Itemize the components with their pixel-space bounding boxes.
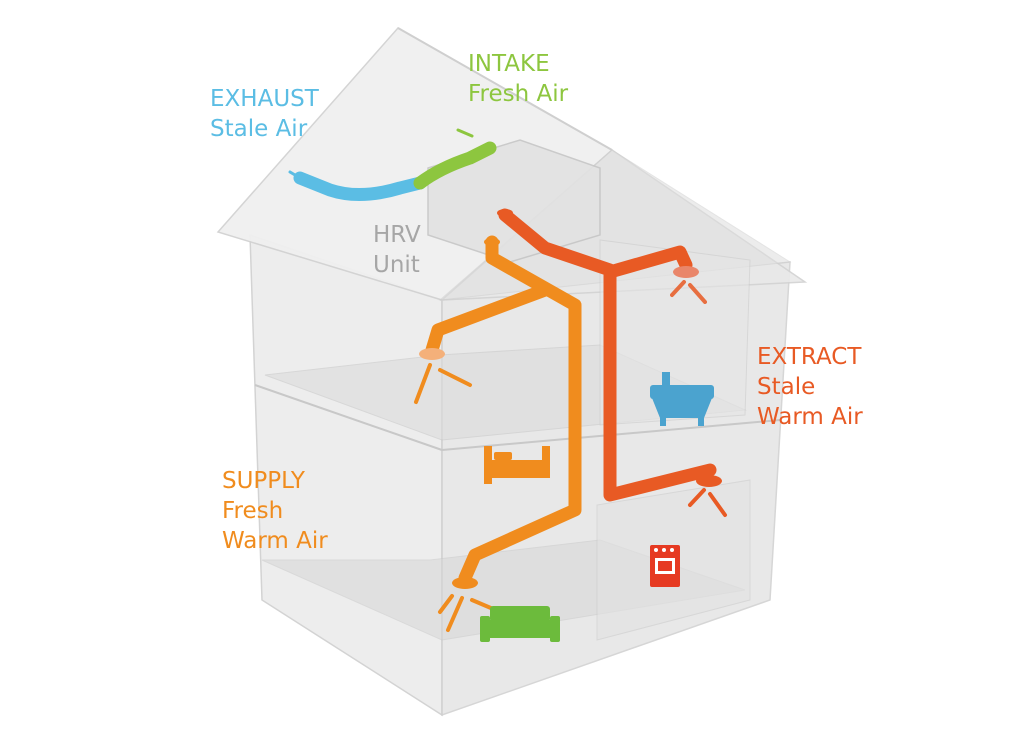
roof-ridge <box>397 27 613 151</box>
intake-label-line2: Fresh Air <box>468 81 569 107</box>
exhaust-label: EXHAUST Stale Air <box>210 84 319 144</box>
extract-label-line1: EXTRACT <box>757 344 862 370</box>
hrv-unit-box <box>427 139 601 263</box>
extract-vent-upper <box>673 266 699 278</box>
intake-label-line1: INTAKE <box>468 51 550 77</box>
bathtub-icon <box>650 372 714 426</box>
supply-vent-lower <box>452 577 478 589</box>
hrv-port-extract <box>497 209 513 217</box>
supply-label-line2: Fresh <box>222 498 284 524</box>
airflow-arrows <box>288 128 727 632</box>
floor-line-left <box>254 384 443 451</box>
extract-label-line2: Stale <box>757 374 816 400</box>
extract-arrows-upper <box>670 280 707 304</box>
hrv-label: HRV Unit <box>373 220 421 280</box>
supply-label-line1: SUPPLY <box>222 468 305 494</box>
hrv-port-supply <box>484 238 500 246</box>
vents <box>419 209 722 589</box>
hrv-label-line2: Unit <box>373 252 420 278</box>
extract-label-line3: Warm Air <box>757 404 863 430</box>
exhaust-duct <box>293 171 427 202</box>
supply-vent-upper <box>419 348 445 360</box>
exhaust-label-line1: EXHAUST <box>210 86 319 112</box>
hrv-label-line1: HRV <box>373 222 421 248</box>
supply-label-line3: Warm Air <box>222 528 328 554</box>
sofa-icon <box>480 606 560 642</box>
house <box>216 27 808 717</box>
extract-vent-lower <box>696 475 722 487</box>
ducts <box>293 141 717 585</box>
intake-arrow <box>456 128 474 138</box>
exhaust-arrow <box>288 170 302 180</box>
bed-icon <box>484 446 550 484</box>
supply-duct-branch <box>425 283 552 357</box>
supply-duct-main <box>458 235 582 585</box>
exhaust-label-line2: Stale Air <box>210 116 308 142</box>
intake-duct <box>413 141 497 190</box>
supply-arrows-upper <box>414 363 472 404</box>
extract-arrows-lower <box>688 488 727 517</box>
intake-label: INTAKE Fresh Air <box>468 49 568 109</box>
extract-label: EXTRACT Stale Warm Air <box>757 342 863 432</box>
partition-upper <box>599 239 751 426</box>
supply-label: SUPPLY Fresh Warm Air <box>222 466 328 556</box>
extract-duct-branch <box>603 245 693 279</box>
stove-icon <box>650 545 680 587</box>
